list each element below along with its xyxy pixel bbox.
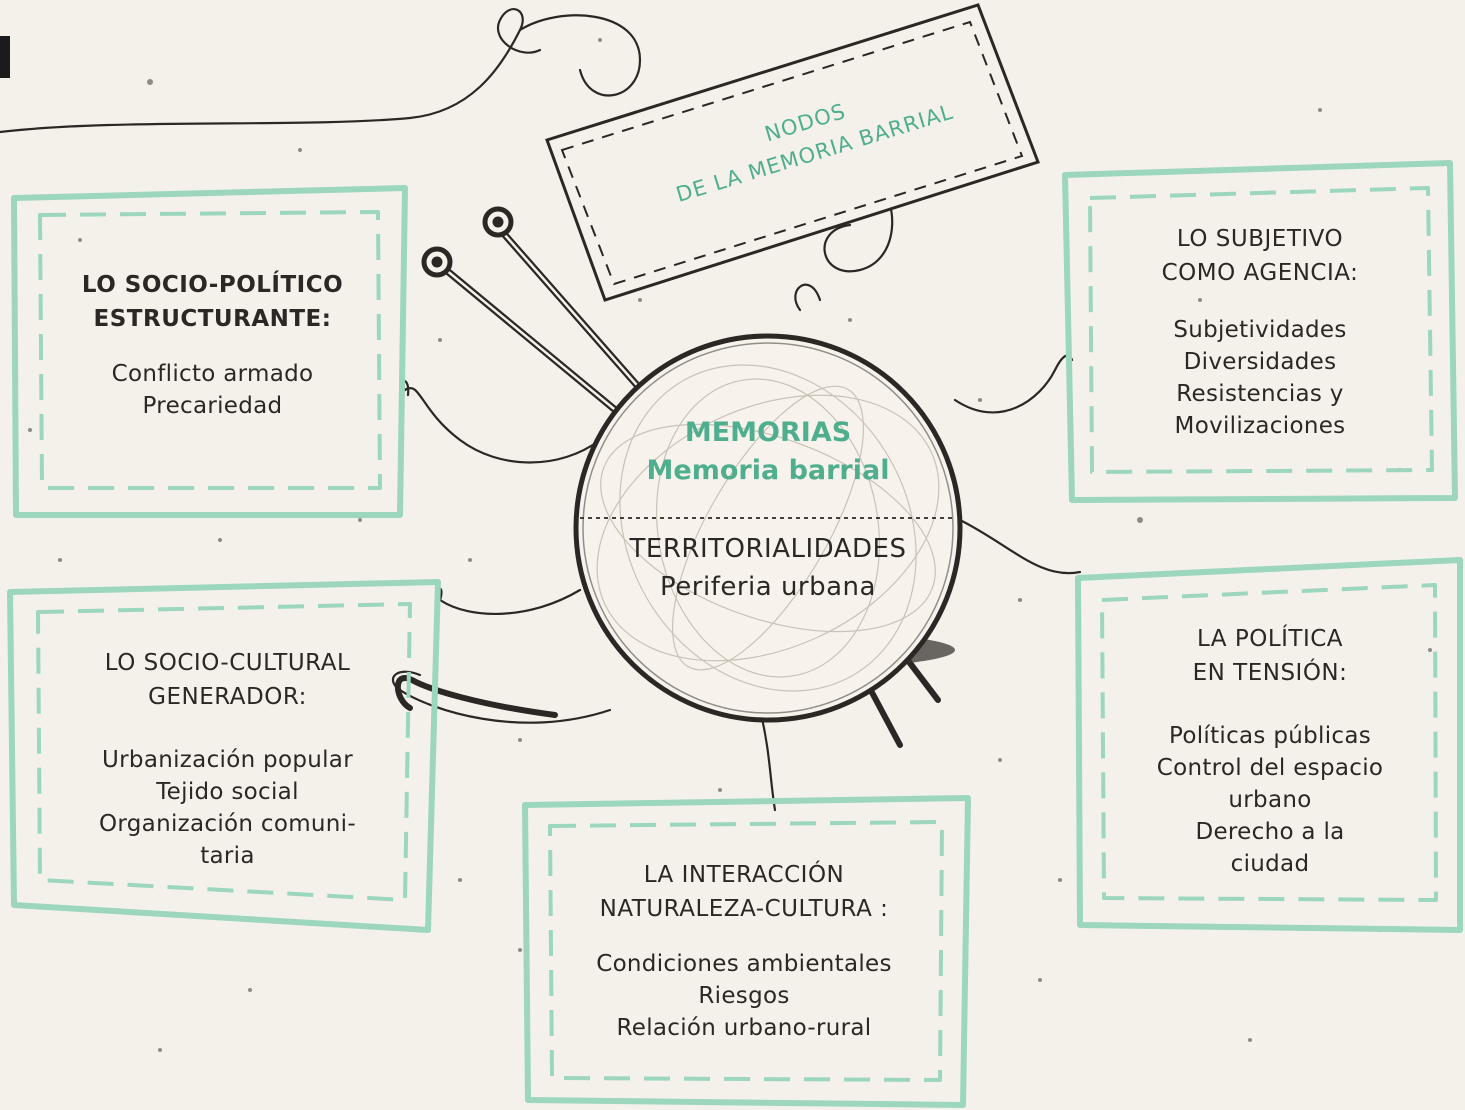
node-title-line-1: LO SUBJETIVO (1176, 226, 1344, 252)
frame-socio-politico (11, 185, 408, 518)
node-interaccion: LA INTERACCIÓN NATURALEZA-CULTURA : Cond… (548, 858, 940, 1044)
node-title-line-2: COMO AGENCIA: (1161, 260, 1359, 286)
frame-subjetivo (1062, 160, 1458, 503)
node-title-line-1: LO SOCIO-CULTURAL (104, 650, 351, 676)
center-bottom-title: TERRITORIALIDADES (629, 534, 907, 564)
node-title-line-1: LO SOCIO-POLÍTICO (81, 272, 344, 298)
node-items: Conflicto armado Precariedad (40, 358, 385, 422)
knitting-needles (421, 206, 941, 748)
node-title-line-1: LA INTERACCIÓN (643, 862, 845, 888)
center-top-subtitle: Memoria barrial (646, 455, 890, 486)
node-title-line-2: GENERADOR: (148, 684, 307, 710)
node-items: Condiciones ambientales Riesgos Relación… (548, 948, 940, 1044)
node-item: Relación urbano-rural (616, 1015, 872, 1041)
card-frames (7, 160, 1463, 1108)
node-item: Organización comuni- (99, 811, 356, 837)
node-item: Riesgos (698, 983, 790, 1009)
node-subjetivo: LO SUBJETIVO COMO AGENCIA: Subjetividade… (1090, 222, 1430, 442)
node-item: urbano (1228, 787, 1312, 813)
node-items: Urbanización popular Tejido social Organ… (40, 744, 415, 872)
node-item: Condiciones ambientales (596, 951, 892, 977)
node-title-line-2: EN TENSIÓN: (1192, 660, 1348, 686)
center-top-title: MEMORIAS (684, 417, 852, 448)
node-item: Urbanización popular (102, 747, 353, 773)
node-item: Políticas públicas (1168, 723, 1372, 749)
node-item: Derecho a la (1195, 819, 1345, 845)
node-title-line-2: NATURALEZA-CULTURA : (599, 896, 889, 922)
frame-politica (1075, 557, 1463, 933)
node-title-line-2: ESTRUCTURANTE: (93, 306, 332, 332)
node-items: Subjetividades Diversidades Resistencias… (1090, 314, 1430, 442)
node-socio-politico: LO SOCIO-POLÍTICO ESTRUCTURANTE: Conflic… (40, 268, 385, 422)
node-item: Conflicto armado (111, 361, 314, 387)
node-item: taria (200, 843, 255, 869)
node-item: ciudad (1230, 851, 1310, 877)
node-item: Tejido social (156, 779, 299, 805)
needle-threader-hook (394, 675, 558, 718)
yarn-ball (573, 333, 963, 723)
node-item: Resistencias y (1176, 381, 1344, 407)
center-bottom-label: TERRITORIALIDADES Periferia urbana (588, 530, 948, 606)
node-item: Subjetividades (1173, 317, 1347, 343)
node-item: Diversidades (1183, 349, 1337, 375)
node-politica: LA POLÍTICA EN TENSIÓN: Políticas públic… (1100, 622, 1440, 880)
node-title-line-1: LA POLÍTICA (1196, 626, 1344, 652)
label-tag (545, 3, 1040, 302)
node-item: Precariedad (142, 393, 283, 419)
speckle-dots (28, 38, 1432, 1052)
frame-interaccion (522, 795, 971, 1108)
node-item: Movilizaciones (1174, 413, 1346, 439)
center-bottom-subtitle: Periferia urbana (660, 572, 876, 602)
center-top-label: MEMORIAS Memoria barrial (598, 414, 938, 490)
node-items: Políticas públicas Control del espacio u… (1100, 720, 1440, 880)
frame-socio-cultural (7, 579, 441, 933)
node-item: Control del espacio (1156, 755, 1384, 781)
edge-marker (0, 36, 10, 78)
node-socio-cultural: LO SOCIO-CULTURAL GENERADOR: Urbanizació… (40, 646, 415, 872)
